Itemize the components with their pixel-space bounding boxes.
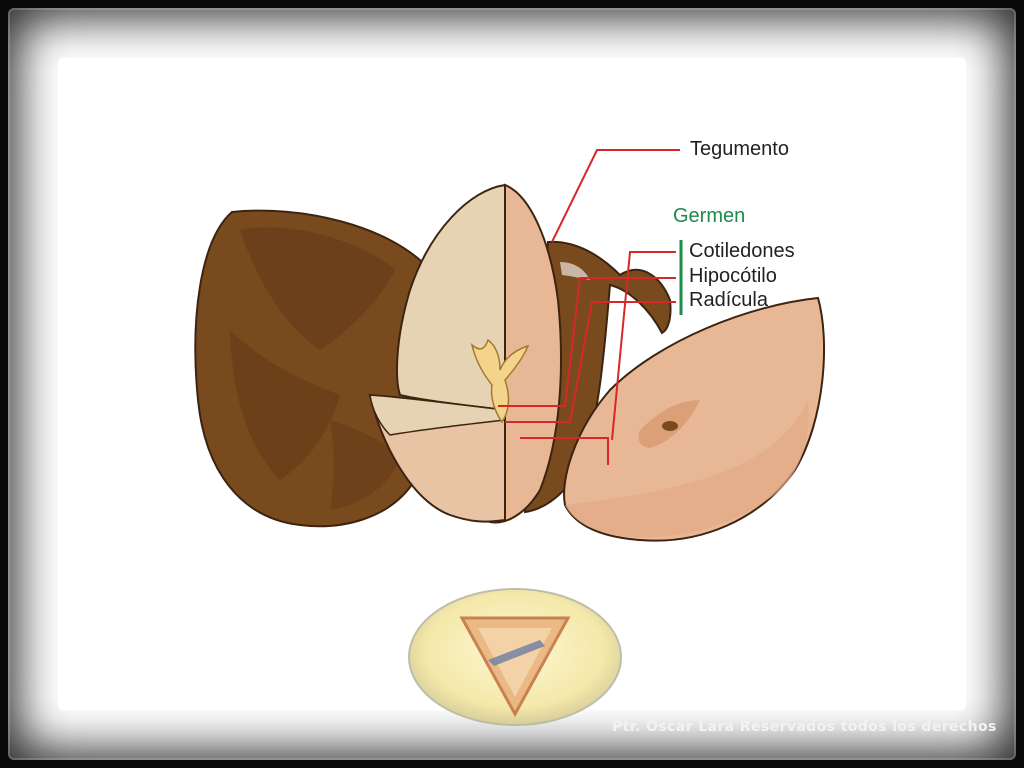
label-cotiledones: Cotiledones — [689, 240, 795, 262]
seed-coat-shell — [194, 209, 448, 528]
label-tegumento: Tegumento — [690, 138, 789, 160]
footer-credit: Ptr. Oscar Lara Reservados todos los der… — [612, 719, 997, 735]
radicula-leader — [505, 301, 676, 423]
label-radicula: Radícula — [689, 289, 768, 311]
label-hipocotilo: Hipocótilo — [689, 265, 777, 287]
cotiledones-leader-b — [611, 251, 676, 441]
cotiledones-leader-a — [520, 437, 609, 465]
seed-half-right — [563, 296, 825, 542]
embryo — [470, 338, 530, 424]
label-germen: Germen — [673, 205, 746, 227]
hipocotilo-leader — [498, 277, 676, 407]
seed-half-center — [368, 183, 562, 524]
pathfinder-emblem-icon — [408, 588, 622, 726]
leader-lines — [498, 149, 680, 465]
tegumento-leader — [551, 149, 680, 243]
